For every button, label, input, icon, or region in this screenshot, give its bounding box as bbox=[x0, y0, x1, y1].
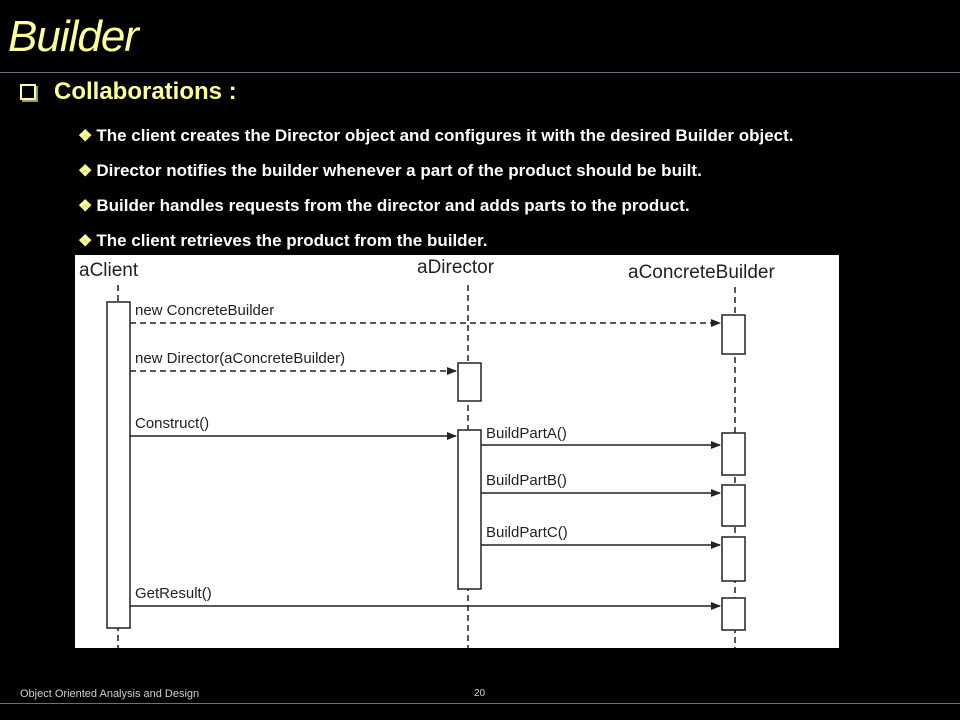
activation-builder-partc bbox=[721, 536, 746, 582]
activation-director-create bbox=[457, 362, 482, 402]
page-number: 20 bbox=[474, 688, 486, 699]
bullet-text: The client retrieves the product from th… bbox=[96, 230, 488, 250]
activation-client bbox=[106, 301, 131, 629]
sequence-diagram: aClient aDirector aConcreteBuilder new C… bbox=[75, 255, 839, 648]
lifeline-label-director: aDirector bbox=[417, 257, 495, 278]
activation-builder-create bbox=[721, 314, 746, 355]
heading-label: Collaborations : bbox=[54, 78, 237, 105]
four-diamond-icon: ❖ bbox=[78, 232, 93, 250]
bullet-list: ❖ The client creates the Director object… bbox=[78, 118, 958, 258]
four-diamond-icon: ❖ bbox=[78, 197, 93, 215]
message-label: GetResult() bbox=[135, 585, 212, 602]
square-outline-icon bbox=[20, 84, 36, 100]
footer-divider bbox=[0, 703, 960, 704]
bullet-item: ❖ The client creates the Director object… bbox=[78, 118, 958, 153]
bullet-item: ❖ The client retrieves the product from … bbox=[78, 223, 958, 258]
message-label: new ConcreteBuilder bbox=[135, 302, 274, 319]
message-label: new Director(aConcreteBuilder) bbox=[135, 350, 345, 367]
title-divider bbox=[0, 72, 960, 73]
lifeline-label-client: aClient bbox=[79, 260, 139, 281]
lifeline-label-builder: aConcreteBuilder bbox=[628, 262, 775, 283]
four-diamond-icon: ❖ bbox=[78, 127, 93, 145]
activation-builder-partb bbox=[721, 484, 746, 527]
activation-builder-parta bbox=[721, 432, 746, 476]
four-diamond-icon: ❖ bbox=[78, 162, 93, 180]
bullet-item: ❖ Builder handles requests from the dire… bbox=[78, 188, 958, 223]
message-label: BuildPartC() bbox=[486, 524, 568, 541]
message-label: BuildPartB() bbox=[486, 472, 567, 489]
bullet-text: The client creates the Director object a… bbox=[96, 125, 794, 145]
message-label: BuildPartA() bbox=[486, 425, 567, 442]
slide-title: Builder bbox=[8, 12, 139, 61]
bullet-text: Director notifies the builder whenever a… bbox=[96, 160, 702, 180]
message-label: Construct() bbox=[135, 415, 209, 432]
footer-course-name: Object Oriented Analysis and Design bbox=[20, 688, 200, 700]
bullet-text: Builder handles requests from the direct… bbox=[96, 195, 690, 215]
activation-director-construct bbox=[457, 429, 482, 590]
activation-builder-result bbox=[721, 597, 746, 631]
section-heading: Collaborations : bbox=[20, 78, 237, 106]
bullet-item: ❖ Director notifies the builder whenever… bbox=[78, 153, 958, 188]
